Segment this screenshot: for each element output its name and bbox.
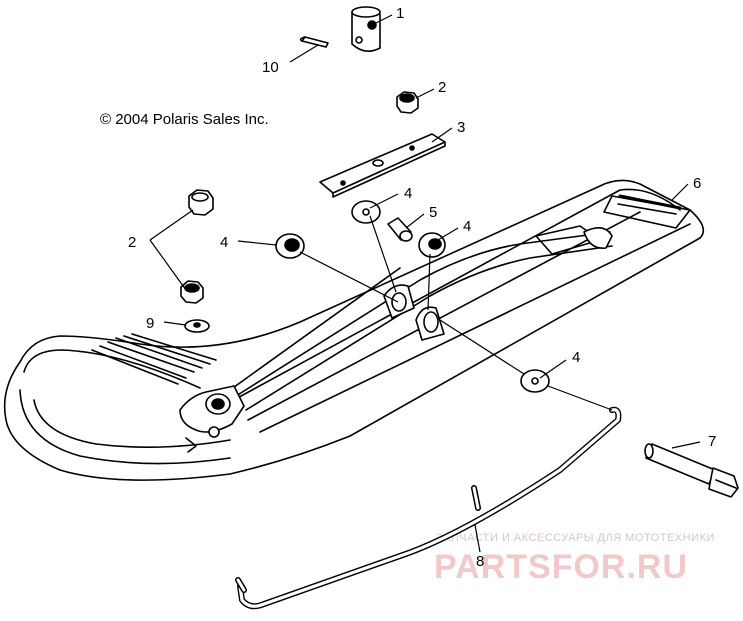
callout-8: 8 xyxy=(476,553,484,570)
callout-4-d: 4 xyxy=(572,349,580,366)
leader-lines xyxy=(149,14,701,553)
callout-1: 1 xyxy=(396,5,404,22)
part-10-cotter-pin xyxy=(299,36,329,48)
copyright-notice: © 2004 Polaris Sales Inc. xyxy=(100,111,269,128)
part-4-washer-b xyxy=(275,233,305,259)
callout-4-b: 4 xyxy=(463,218,471,235)
part-5-bushing xyxy=(387,217,413,242)
callout-9: 9 xyxy=(146,315,154,332)
watermark: ЗАПЧАСТИ И АКСЕССУАРЫ ДЛЯ МОТОТЕХНИКИ PA… xyxy=(434,532,715,586)
part-2-nut-lower xyxy=(180,280,204,304)
callout-4-a: 4 xyxy=(404,185,412,202)
callout-3: 3 xyxy=(457,119,465,136)
part-3-plate xyxy=(319,133,446,198)
callout-7: 7 xyxy=(708,433,716,450)
part-2-nut-top xyxy=(396,91,419,114)
part-4-washer-a xyxy=(351,200,381,224)
part-4-washer-c xyxy=(418,232,446,258)
callout-2-top: 2 xyxy=(438,79,446,96)
part-8-wear-bar xyxy=(235,406,622,610)
callout-10: 10 xyxy=(262,59,279,76)
callout-5: 5 xyxy=(429,204,437,221)
watermark-brand: PARTSFOR.RU xyxy=(434,548,688,586)
part-2-nut-upper xyxy=(188,189,214,216)
part-1-spindle xyxy=(351,6,381,52)
part-7-bolt xyxy=(644,443,739,498)
part-4-washer-d xyxy=(520,369,550,393)
callout-6: 6 xyxy=(693,175,701,192)
callouts: 1 10 2 3 4 5 4 6 2 4 9 4 7 8 xyxy=(128,5,716,570)
part-9-washer xyxy=(184,319,210,333)
callout-2-left: 2 xyxy=(128,234,136,251)
part-6-ski xyxy=(3,179,705,481)
watermark-tagline: ЗАПЧАСТИ И АКСЕССУАРЫ ДЛЯ МОТОТЕХНИКИ xyxy=(436,532,715,544)
callout-4-c: 4 xyxy=(220,234,228,251)
